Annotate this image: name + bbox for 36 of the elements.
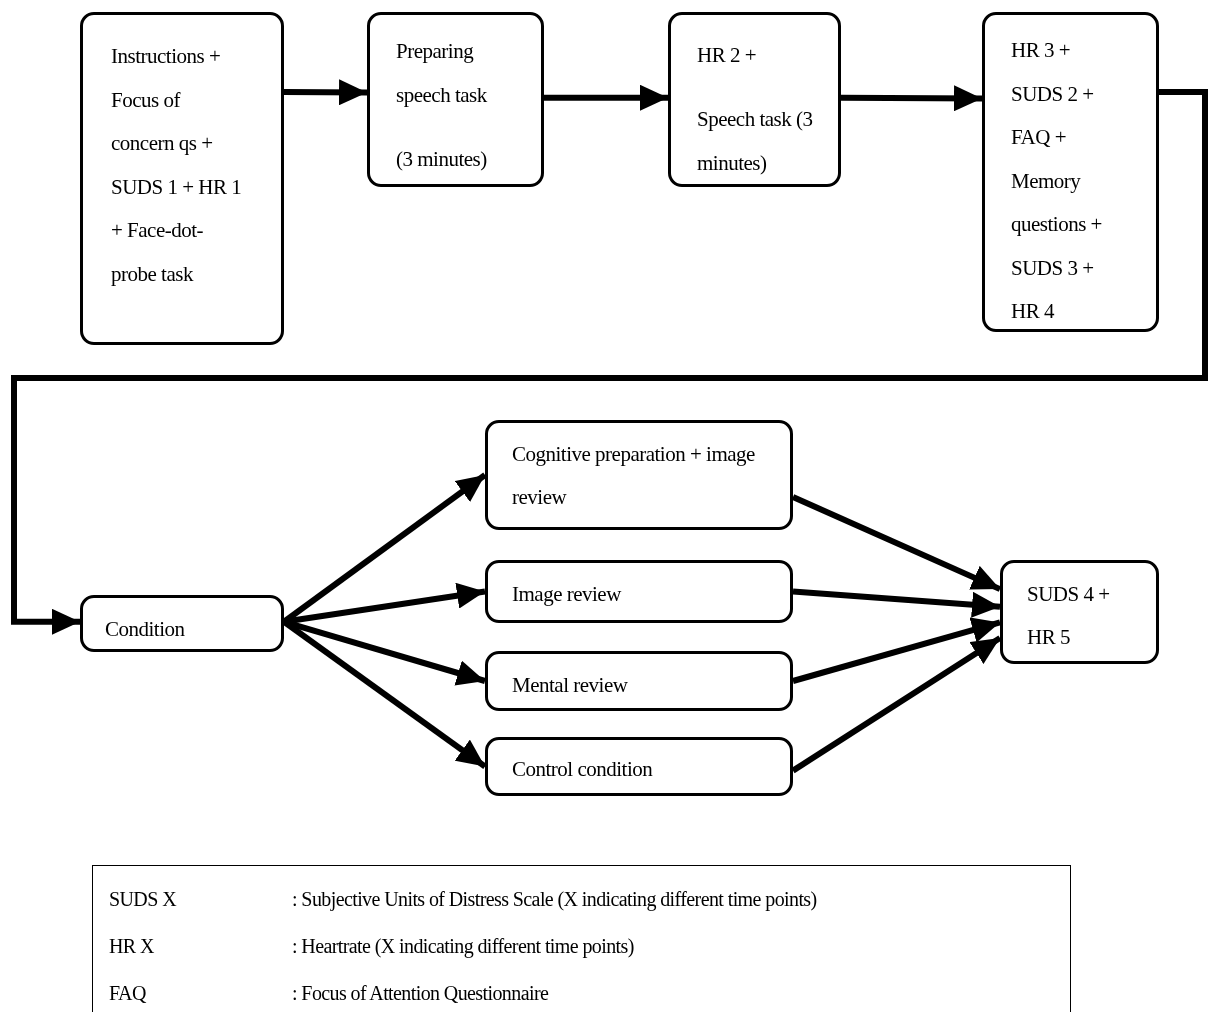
arrow	[792, 617, 1001, 684]
step-text: Preparing speech task	[396, 38, 488, 109]
process-box	[982, 12, 1159, 332]
process-box	[367, 12, 544, 187]
process-box	[485, 651, 793, 711]
abbreviation-text: HR X	[109, 934, 155, 959]
step-text: SUDS 4 + HR 5	[1027, 581, 1111, 651]
process-box	[485, 420, 793, 530]
arrow	[791, 494, 1002, 592]
arrow	[791, 635, 1002, 774]
process-box	[1000, 560, 1159, 664]
arrow	[544, 84, 668, 111]
step-text: Image review	[512, 581, 623, 608]
process-box	[80, 12, 284, 345]
arrow	[11, 89, 1208, 635]
abbreviation-text: FAQ	[109, 981, 147, 1006]
arrow	[792, 588, 1001, 618]
step-text: Instructions + Focus of concern qs + SUDS 1 + HR 1 + Face-dot-probe task	[111, 43, 243, 288]
step-text: HR 2 +	[697, 42, 757, 69]
step-text: Speech task (3 minutes)	[697, 106, 814, 177]
arrow	[283, 79, 368, 106]
step-text: HR 3 + SUDS 2 + FAQ + Memory questions + SUDS 3 + HR 4	[1011, 37, 1103, 325]
process-box	[668, 12, 841, 187]
definition-text: : Focus of Attention Questionnaire	[292, 981, 550, 1006]
step-text: Cognitive preparation + image review	[512, 441, 756, 511]
arrow	[841, 85, 982, 112]
abbreviation-text: SUDS X	[109, 887, 178, 912]
step-text: Condition	[105, 616, 186, 643]
process-box	[485, 560, 793, 623]
definition-text: : Subjective Units of Distress Scale (X indicating different time points)	[292, 887, 818, 913]
step-text: (3 minutes)	[396, 146, 488, 173]
process-box	[485, 737, 793, 796]
process-box	[80, 595, 284, 652]
step-text: Mental review	[512, 672, 629, 699]
definition-text: : Heartrate (X indicating different time points)	[292, 934, 635, 960]
step-text: Control condition	[512, 756, 654, 783]
